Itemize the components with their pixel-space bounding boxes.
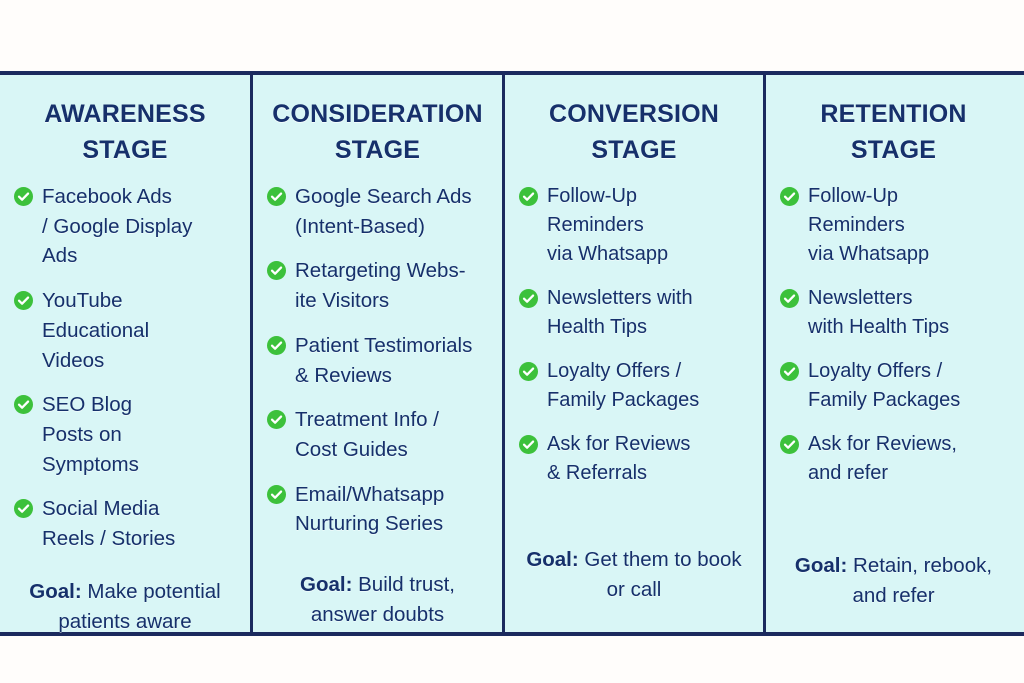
list-item-label: SEO Blog Posts on Symptoms (42, 393, 139, 476)
list-item: Follow-Up Reminders via Whatsapp (780, 182, 1007, 269)
stage-item-list-awareness: Facebook Ads / Google Display Ads YouTub… (14, 182, 236, 569)
list-item: Retargeting Webs- ite Visitors (267, 256, 488, 315)
list-item-label: Newsletters with Health Tips (808, 287, 950, 338)
stage-goal-consideration: Goal: Build trust, answer doubts (267, 570, 488, 629)
list-item: Newsletters with Health Tips (780, 284, 1007, 342)
stage-title-consideration: CONSIDERATION STAGE (272, 100, 483, 164)
check-circle-icon (14, 187, 33, 206)
list-item-label: Google Search Ads (Intent-Based) (295, 185, 472, 238)
list-item: YouTube Educational Videos (14, 286, 236, 375)
marketing-funnel-board: AWARENESS STAGE Facebook Ads / Google Di… (0, 71, 1024, 636)
check-circle-icon (14, 499, 33, 519)
check-circle-icon (519, 435, 538, 454)
stage-item-list-conversion: Follow-Up Reminders via Whatsapp Newslet… (519, 182, 749, 503)
list-item-label: Patient Testimorials & Reviews (295, 333, 473, 387)
list-item: Treatment Info / Cost Guides (267, 405, 488, 464)
check-circle-icon (780, 435, 799, 454)
stage-column-consideration: CONSIDERATION STAGE Google Search Ads (I… (253, 75, 505, 632)
goal-label: Goal: (300, 573, 353, 597)
goal-text: Make potential patients aware (58, 579, 221, 633)
check-circle-icon (267, 187, 286, 206)
list-item-label: Retargeting Webs- ite Visitors (295, 259, 466, 313)
stage-title-retention: RETENTION STAGE (820, 100, 967, 164)
stage-item-list-consideration: Google Search Ads (Intent-Based) Retarge… (267, 182, 488, 554)
list-item-label: Ask for Reviews, and refer (808, 433, 957, 484)
goal-text: Get them to book or call (584, 548, 742, 601)
stage-goal-retention: Goal: Retain, rebook, and refer (780, 551, 1007, 610)
goal-label: Goal: (526, 548, 579, 571)
list-item: SEO Blog Posts on Symptoms (14, 390, 236, 479)
list-item: Newsletters with Health Tips (519, 284, 749, 342)
check-circle-icon (780, 362, 799, 381)
list-item: Patient Testimorials & Reviews (267, 331, 488, 390)
list-item-label: Email/Whatsapp Nurturing Series (295, 482, 445, 536)
check-circle-icon (267, 335, 286, 355)
list-item: Loyalty Offers / Family Packages (519, 357, 749, 415)
list-item: Ask for Reviews & Referrals (519, 430, 749, 488)
list-item-label: Follow-Up Reminders via Whatsapp (808, 185, 930, 265)
list-item-label: Loyalty Offers / Family Packages (547, 360, 700, 411)
goal-text: Build trust, answer doubts (310, 573, 455, 626)
list-item: Loyalty Offers / Family Packages (780, 357, 1007, 415)
stage-goal-conversion: Goal: Get them to book or call (519, 545, 749, 604)
list-item: Facebook Ads / Google Display Ads (14, 182, 236, 271)
goal-label: Goal: (794, 554, 848, 577)
list-item: Ask for Reviews, and refer (780, 430, 1007, 488)
check-circle-icon (780, 289, 799, 308)
list-item-label: Facebook Ads / Google Display Ads (42, 185, 193, 268)
list-item-label: Follow-Up Reminders via Whatsapp (547, 185, 669, 265)
stage-title-conversion: CONVERSION STAGE (548, 100, 720, 164)
check-circle-icon (14, 291, 33, 311)
check-circle-icon (519, 187, 538, 206)
list-item-label: Social Media Reels / Stories (42, 497, 176, 551)
stage-goal-awareness: Goal: Make potential patients aware (14, 577, 236, 636)
list-item: Email/Whatsapp Nurturing Series (267, 480, 488, 539)
check-circle-icon (519, 362, 538, 381)
check-circle-icon (267, 261, 286, 281)
check-circle-icon (519, 289, 538, 308)
list-item-label: YouTube Educational Videos (42, 289, 150, 372)
goal-text: Retain, rebook, and refer (852, 554, 993, 607)
check-circle-icon (267, 410, 286, 430)
list-item: Google Search Ads (Intent-Based) (267, 182, 488, 241)
stage-item-list-retention: Follow-Up Reminders via Whatsapp Newslet… (780, 182, 1007, 503)
stage-column-conversion: CONVERSION STAGE Follow-Up Reminders via… (505, 75, 766, 632)
list-item-label: Loyalty Offers / Family Packages (808, 360, 961, 411)
list-item: Follow-Up Reminders via Whatsapp (519, 182, 749, 269)
list-item-label: Newsletters with Health Tips (547, 287, 693, 338)
check-circle-icon (267, 484, 286, 504)
check-circle-icon (14, 395, 33, 415)
list-item-label: Treatment Info / Cost Guides (295, 408, 439, 462)
list-item: Social Media Reels / Stories (14, 494, 236, 553)
stage-column-awareness: AWARENESS STAGE Facebook Ads / Google Di… (0, 75, 253, 633)
goal-label: Goal: (29, 579, 82, 603)
stage-column-retention: RETENTION STAGE Follow-Up Reminders via … (766, 75, 1021, 632)
check-circle-icon (780, 187, 799, 206)
list-item-label: Ask for Reviews & Referrals (547, 433, 691, 484)
stage-title-awareness: AWARENESS STAGE (44, 100, 206, 164)
